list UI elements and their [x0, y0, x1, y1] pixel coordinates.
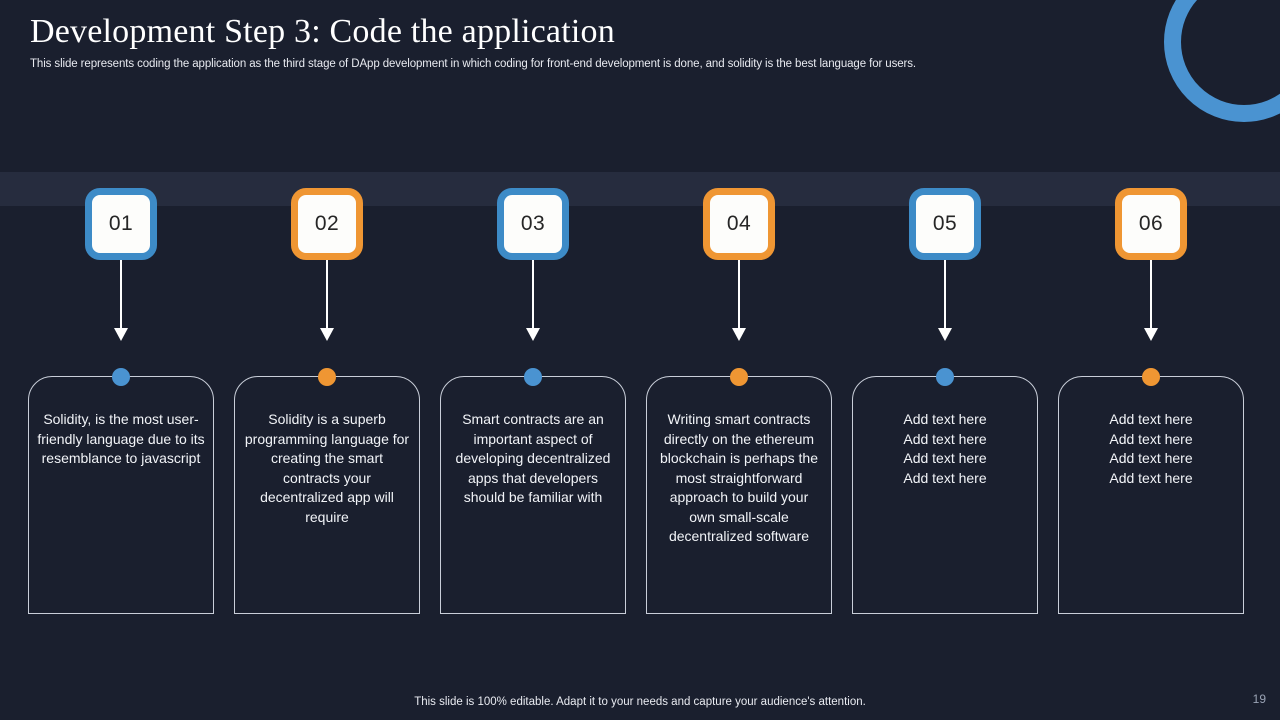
- step-card-text-05: Add text here Add text here Add text her…: [903, 411, 987, 486]
- arrow-down-icon: [938, 328, 952, 341]
- step-number-badge-05[interactable]: 05: [909, 188, 981, 260]
- step-number-badge-06[interactable]: 06: [1115, 188, 1187, 260]
- arrow-connector-01: [114, 260, 128, 344]
- arrow-down-icon: [320, 328, 334, 341]
- connector-stem: [738, 260, 740, 330]
- slide-header: Development Step 3: Code the application…: [0, 0, 1280, 70]
- connector-stem: [532, 260, 534, 330]
- page-title: Development Step 3: Code the application: [30, 13, 615, 50]
- step-card-01[interactable]: Solidity, is the most user-friendly lang…: [28, 368, 214, 614]
- arrow-down-icon: [526, 328, 540, 341]
- connector-stem: [120, 260, 122, 330]
- arrow-connector-06: [1144, 260, 1158, 344]
- connector-stem: [326, 260, 328, 330]
- step-card-02[interactable]: Solidity is a superb programming languag…: [234, 368, 420, 614]
- step-card-text-03: Smart contracts are an important aspect …: [455, 411, 611, 505]
- step-card-04[interactable]: Writing smart contracts directly on the …: [646, 368, 832, 614]
- card-dot-icon-05: [936, 368, 954, 386]
- step-card-03[interactable]: Smart contracts are an important aspect …: [440, 368, 626, 614]
- arrow-down-icon: [732, 328, 746, 341]
- arrow-down-icon: [114, 328, 128, 341]
- connector-stem: [944, 260, 946, 330]
- step-card-text-04: Writing smart contracts directly on the …: [660, 411, 818, 544]
- step-column-03: 03 Smart contracts are an important aspe…: [440, 0, 626, 720]
- background-band: [0, 172, 1280, 206]
- step-card-text-06: Add text here Add text here Add text her…: [1109, 411, 1193, 486]
- step-column-01: 01 Solidity, is the most user-friendly l…: [28, 0, 214, 720]
- page-number: 19: [1252, 692, 1266, 706]
- step-column-04: 04 Writing smart contracts directly on t…: [646, 0, 832, 720]
- card-dot-icon-06: [1142, 368, 1160, 386]
- step-card-05[interactable]: Add text here Add text here Add text her…: [852, 368, 1038, 614]
- arrow-connector-03: [526, 260, 540, 344]
- step-number-badge-01[interactable]: 01: [85, 188, 157, 260]
- arrow-down-icon: [1144, 328, 1158, 341]
- arrow-connector-04: [732, 260, 746, 344]
- step-number-badge-04[interactable]: 04: [703, 188, 775, 260]
- step-card-06[interactable]: Add text here Add text here Add text her…: [1058, 368, 1244, 614]
- page-subtitle: This slide represents coding the applica…: [30, 58, 917, 70]
- arrow-connector-02: [320, 260, 334, 344]
- step-card-text-02: Solidity is a superb programming languag…: [244, 411, 410, 525]
- card-dot-icon-04: [730, 368, 748, 386]
- step-number-badge-03[interactable]: 03: [497, 188, 569, 260]
- step-column-06: 06 Add text here Add text here Add text …: [1058, 0, 1244, 720]
- step-number-badge-02[interactable]: 02: [291, 188, 363, 260]
- arrow-connector-05: [938, 260, 952, 344]
- card-dot-icon-03: [524, 368, 542, 386]
- footer-note: This slide is 100% editable. Adapt it to…: [414, 696, 866, 708]
- step-card-text-01: Solidity, is the most user-friendly lang…: [37, 411, 205, 466]
- card-dot-icon-01: [112, 368, 130, 386]
- step-column-02: 02 Solidity is a superb programming lang…: [234, 0, 420, 720]
- card-dot-icon-02: [318, 368, 336, 386]
- connector-stem: [1150, 260, 1152, 330]
- step-column-05: 05 Add text here Add text here Add text …: [852, 0, 1038, 720]
